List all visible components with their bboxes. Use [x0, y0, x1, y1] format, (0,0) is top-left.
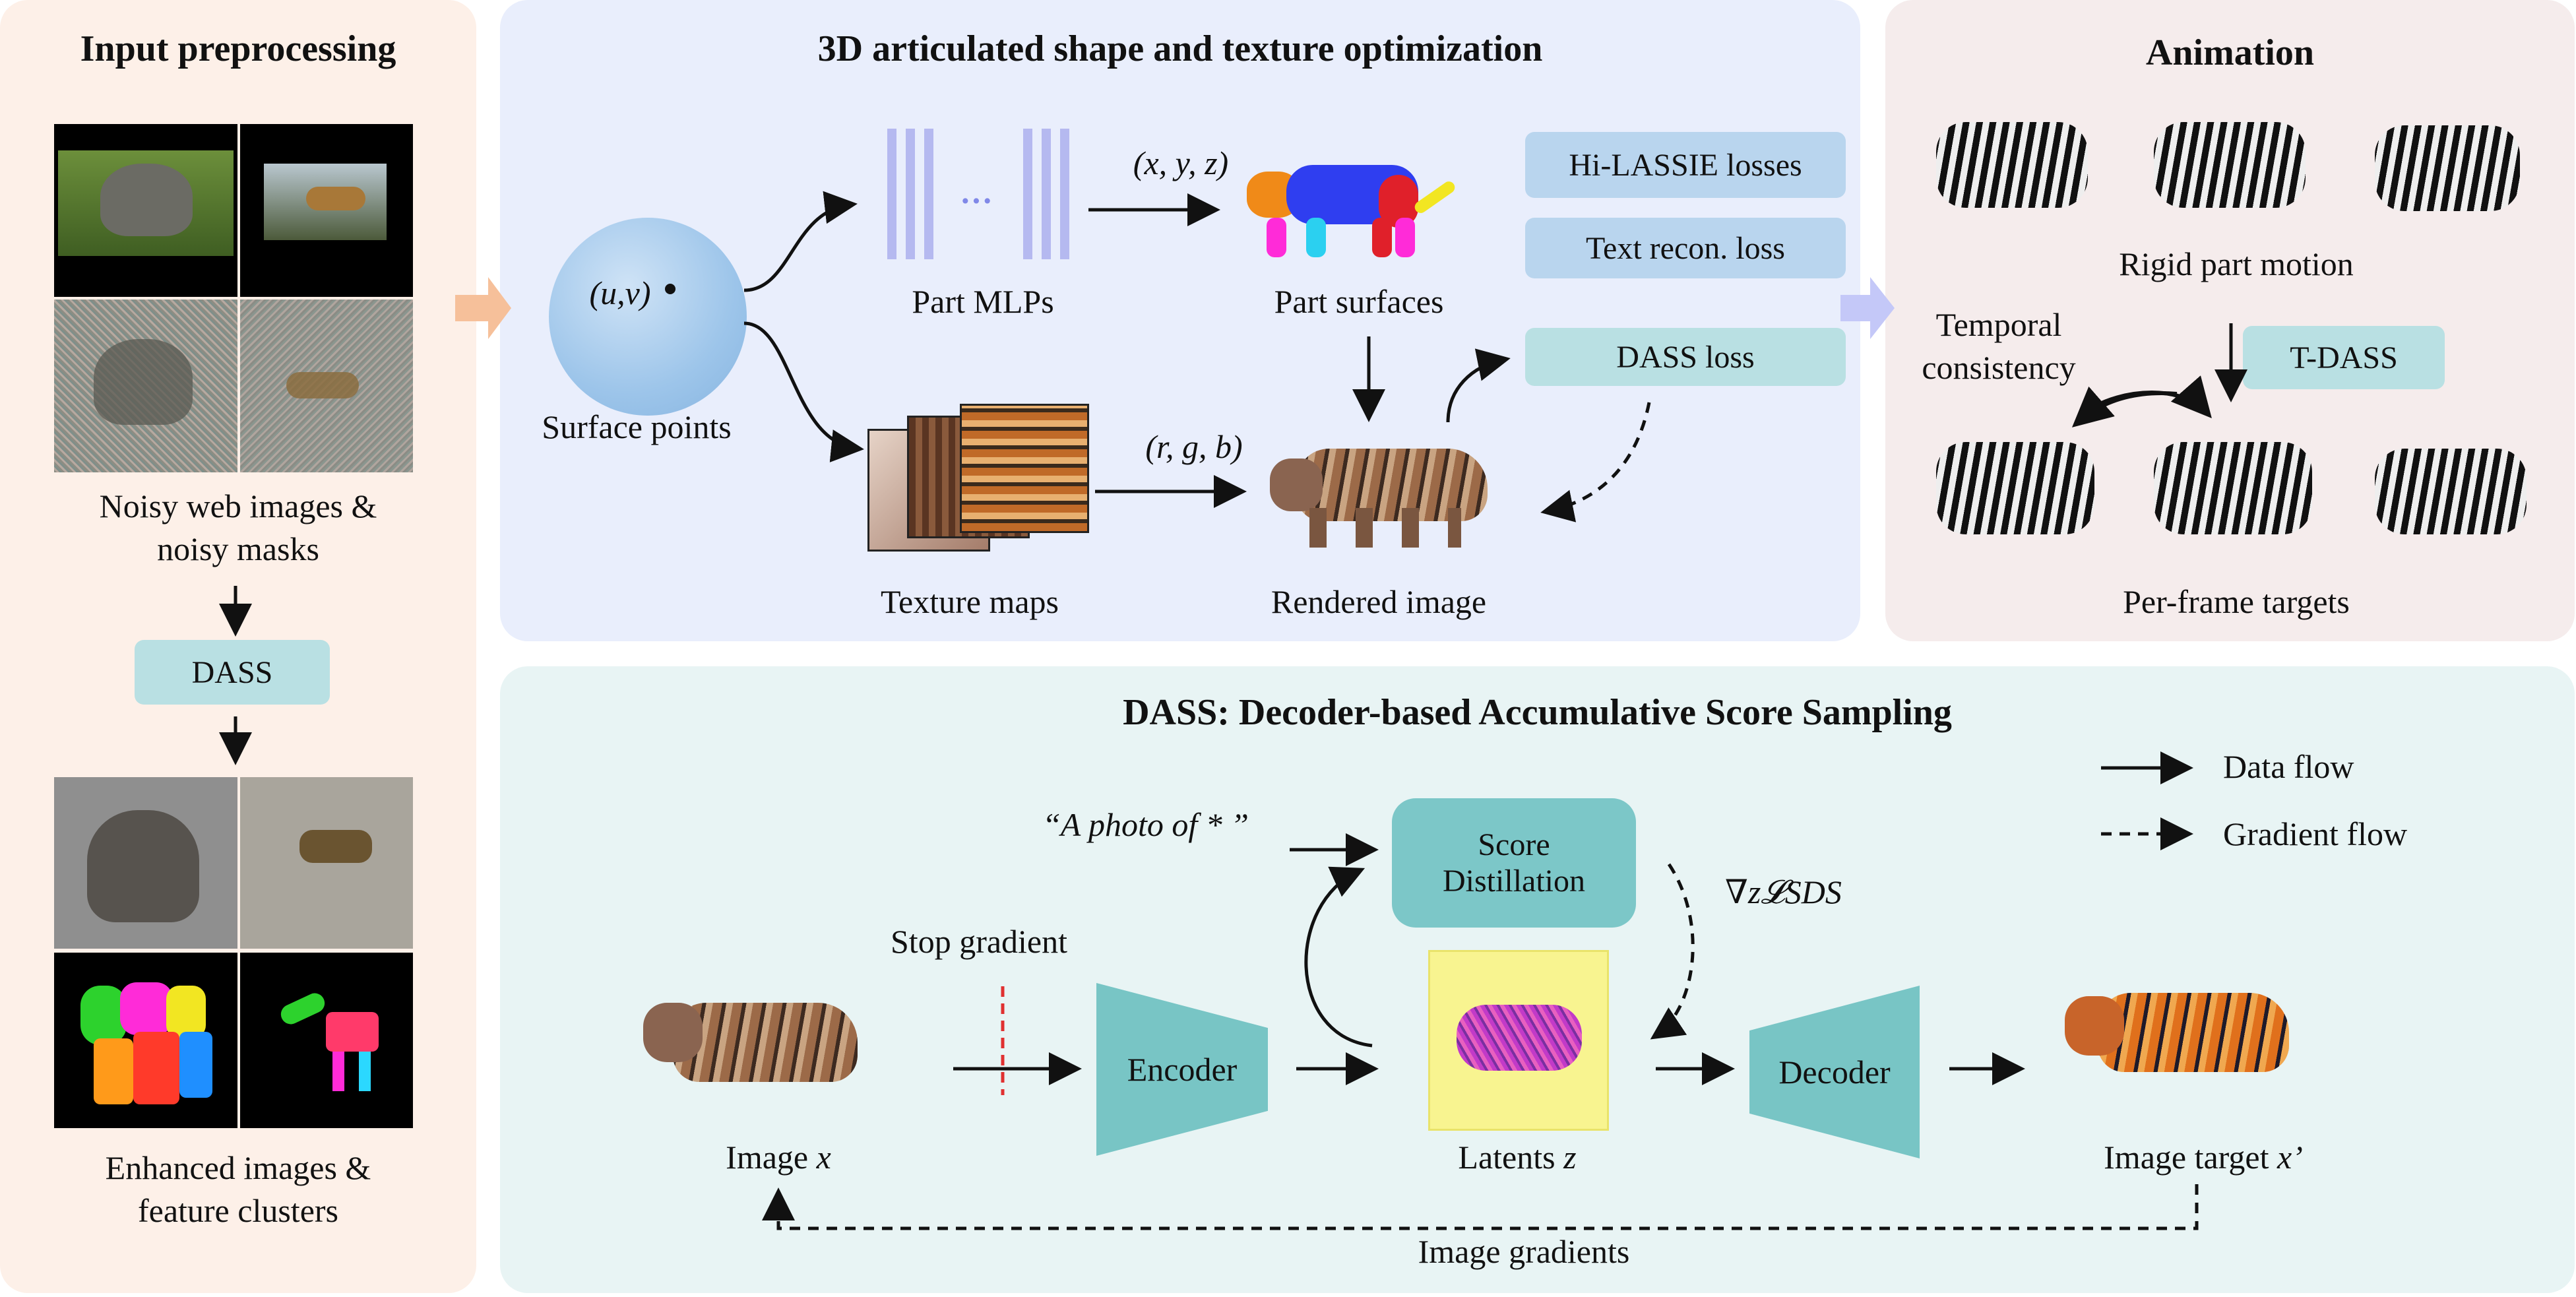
enhanced-image-giraffe [240, 777, 413, 949]
noisy-caption-line1: Noisy web images & [99, 488, 377, 524]
arrow-icon [1304, 866, 1373, 1048]
giraffe-icon [286, 372, 359, 398]
dass-loss-chip: DASS loss [1525, 328, 1846, 386]
xyz-label: (x, y, z) [1133, 144, 1229, 181]
mlp-ellipsis: ··· [959, 182, 993, 219]
feature-clusters-giraffe [240, 953, 413, 1128]
feature-clusters-elephant [54, 953, 237, 1128]
dass-chip-preprocess: DASS [135, 640, 330, 705]
texture-maps-label: Texture maps [880, 583, 1059, 620]
tiger-icon [2098, 993, 2289, 1072]
temporal-consistency-line1: Temporal [1935, 306, 2062, 343]
enhanced-caption-line1: Enhanced images & [105, 1149, 371, 1186]
enhanced-caption-line2: feature clusters [137, 1192, 338, 1229]
uv-label: (u,v) [589, 274, 651, 311]
score-distillation-line1: Score [1478, 827, 1550, 862]
mlp-bar [1060, 129, 1069, 259]
elephant-icon [94, 339, 193, 425]
zebra-icon [1936, 122, 2088, 208]
tiger-icon-head [1270, 459, 1323, 511]
tiger-icon-legs [1309, 508, 1461, 548]
elephant-icon [87, 810, 199, 922]
rendered-image-label: Rendered image [1271, 583, 1487, 620]
image-x-var: x [816, 1139, 831, 1176]
image-gradients-path [762, 1184, 2199, 1230]
dashed-arrow-icon [1650, 863, 1695, 1040]
panel-arrow-orange [455, 277, 511, 339]
latents-var: z [1563, 1139, 1577, 1176]
hi-lassie-losses-chip: Hi-LASSIE losses [1525, 132, 1846, 198]
stop-gradient-label: Stop gradient [891, 923, 1068, 960]
tiger-icon-head [643, 1003, 703, 1062]
noisy-mask-elephant [54, 300, 237, 472]
image-target-label: Image target x’ [2058, 1136, 2348, 1179]
arrow-icon [743, 191, 858, 292]
prompt-text: “A photo of * ” [1042, 806, 1249, 843]
giraffe-icon [306, 187, 365, 210]
tiger-icon [673, 1003, 858, 1082]
latents-image [1428, 950, 1609, 1131]
surface-points-label: Surface points [542, 408, 732, 445]
image-target-var: x’ [2277, 1139, 2303, 1176]
elephant-icon [100, 164, 193, 236]
legend-data-flow: Data flow [2223, 748, 2354, 785]
zebra-icon [1936, 442, 2094, 534]
dashed-arrow-icon [1540, 402, 1651, 522]
mlp-bar [906, 129, 915, 259]
web-image-giraffe [240, 124, 413, 297]
animation-title: Animation [2145, 32, 2315, 73]
score-distillation-box: Score Distillation [1392, 798, 1636, 928]
image-x-text: Image [726, 1139, 817, 1176]
zebra-icon [2154, 442, 2312, 534]
part-mlps-label: Part MLPs [912, 283, 1054, 320]
panel-arrow-lavender [1840, 277, 1895, 339]
decoder-block: Decoder [1749, 986, 1920, 1158]
optimization-title: 3D articulated shape and texture optimiz… [817, 28, 1543, 69]
zebra-icon [2375, 449, 2527, 534]
score-distillation-line2: Distillation [1443, 864, 1585, 899]
part-surfaces-mesh [1240, 152, 1478, 270]
image-gradients-label: Image gradients [1418, 1233, 1630, 1270]
zebra-icon [2154, 122, 2306, 208]
rigid-part-motion-label: Rigid part motion [2119, 245, 2354, 282]
latents-text: Latents [1458, 1139, 1564, 1176]
image-target-text: Image target [2104, 1139, 2277, 1176]
tiger-icon-head [2065, 996, 2124, 1056]
sds-gradient-label: ∇z𝓛SDS [1725, 873, 1842, 910]
part-surfaces-label: Part surfaces [1274, 283, 1444, 320]
temporal-consistency-line2: consistency [1922, 349, 2076, 386]
zebra-icon [2375, 125, 2520, 211]
arrow-icon [1446, 348, 1511, 423]
arrow-icon [2071, 386, 2178, 427]
dass-title: DASS: Decoder-based Accumulative Score S… [1123, 692, 1952, 733]
sphere-icon [549, 218, 747, 416]
web-image-elephant [54, 124, 237, 297]
rgb-label: (r, g, b) [1145, 428, 1243, 465]
image-x-label: Image x [660, 1136, 897, 1179]
noisy-mask-giraffe [240, 300, 413, 472]
texture-map-3 [960, 404, 1089, 533]
giraffe-icon [299, 830, 372, 863]
arrow-icon [743, 321, 864, 462]
preprocess-title: Input preprocessing [80, 28, 396, 69]
mlp-bar [924, 129, 933, 259]
animation-panel [1885, 0, 2575, 641]
surface-point-dot [665, 284, 675, 294]
mlp-bar [1023, 129, 1032, 259]
t-dass-chip: T-DASS [2243, 326, 2445, 389]
latents-label: Latents z [1392, 1136, 1643, 1179]
mlp-bar [1042, 129, 1051, 259]
legend-gradient-flow: Gradient flow [2223, 815, 2408, 852]
text-recon-loss-chip: Text recon. loss [1525, 218, 1846, 278]
noisy-caption-line2: noisy masks [157, 530, 319, 567]
per-frame-targets-label: Per-frame targets [2123, 583, 2350, 620]
mlp-bar [887, 129, 896, 259]
enhanced-image-elephant [54, 777, 237, 949]
